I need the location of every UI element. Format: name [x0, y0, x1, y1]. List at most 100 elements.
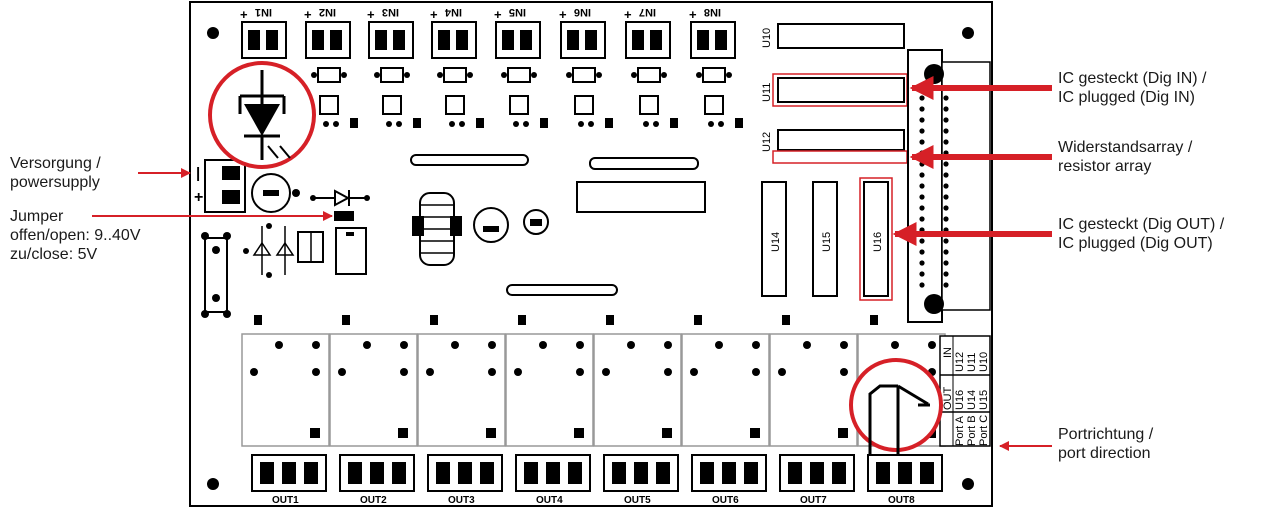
diode-symbol — [310, 189, 370, 207]
ic-u14: U14 — [761, 181, 787, 297]
input-plus-sign: + — [689, 7, 697, 22]
input-connector: IN4+ — [430, 6, 477, 59]
input-led-highlight — [208, 61, 316, 169]
jumper-label-open: offen/open: 9..40V — [10, 227, 141, 244]
port-in-chip-3: U10 — [978, 352, 990, 372]
mount-hole — [962, 27, 974, 39]
input-label: IN3 — [382, 6, 399, 18]
mount-hole — [207, 478, 219, 490]
input-connector: IN1 + — [240, 6, 287, 59]
optocoupler — [374, 67, 421, 128]
optocoupler — [311, 67, 358, 128]
output-connector: OUT4 — [515, 454, 591, 506]
u12-label: U12 — [761, 132, 773, 152]
ic-in-label-line1: IC gesteckt (Dig IN) / — [1058, 70, 1207, 87]
inductor — [412, 192, 462, 266]
ic-in-label: IC gesteckt (Dig IN) / IC plugged (Dig I… — [1058, 69, 1206, 107]
regulator-parts — [243, 223, 367, 278]
output-label: OUT4 — [536, 495, 563, 506]
ic-u12: U12 — [761, 129, 908, 164]
relay-row — [241, 315, 946, 447]
pin-header-upper — [410, 154, 529, 166]
optocoupler — [631, 67, 678, 128]
input-plus-sign: + — [559, 7, 567, 22]
output-label: OUT2 — [360, 495, 387, 506]
input-connector: IN7 + — [624, 6, 671, 59]
output-connector: OUT8 — [867, 454, 943, 506]
center-capacitor — [473, 207, 509, 243]
port-direction-label-line2: port direction — [1058, 445, 1151, 462]
optocoupler — [501, 67, 548, 128]
optocoupler — [437, 67, 484, 128]
relay — [505, 315, 594, 447]
output-label: OUT7 — [800, 495, 827, 506]
ic-u16: U16 — [859, 177, 893, 301]
input-connectors: IN1+IN2+IN3+IN4+IN5+IN6+IN7+IN8+ — [240, 6, 736, 59]
ic-in-label-line2: IC plugged (Dig IN) — [1058, 89, 1195, 106]
port-direction-label: Portrichtung / port direction — [1058, 425, 1153, 463]
u16-label: U16 — [872, 232, 884, 252]
input-label: IN6 — [574, 6, 591, 18]
relay-contact-highlight — [849, 358, 943, 455]
ic-out-label-line2: IC plugged (Dig OUT) — [1058, 235, 1213, 252]
ic-u10: U10 — [761, 23, 905, 49]
relay — [241, 315, 330, 447]
input-plus-sign: + — [240, 7, 248, 22]
ic-u15: U15 — [812, 181, 838, 297]
output-label: OUT5 — [624, 495, 651, 506]
input-connector: IN8 + — [689, 6, 736, 59]
input-plus-sign: + — [367, 7, 375, 22]
port-c-label: Port C — [978, 415, 990, 446]
input-connector: IN5+ — [494, 6, 541, 59]
plus-sign: + — [194, 189, 203, 206]
ic-out-label-line1: IC gesteckt (Dig OUT) / — [1058, 216, 1225, 233]
port-a-label: Port A — [954, 415, 966, 446]
mount-hole — [207, 27, 219, 39]
output-connector: OUT5 — [603, 454, 679, 506]
u15-label: U15 — [821, 232, 833, 252]
output-connector: OUT1 — [251, 454, 327, 506]
input-connector: IN3 + — [367, 6, 414, 59]
relay — [769, 315, 858, 447]
minus-sign: | — [196, 165, 200, 182]
fuse-holder — [201, 232, 231, 318]
supply-label-line1: Versorgung / — [10, 155, 101, 172]
output-connector: OUT2 — [339, 454, 415, 506]
input-plus-sign: + — [624, 7, 632, 22]
input-connector: IN6 + — [559, 6, 606, 59]
output-label: OUT8 — [888, 495, 915, 506]
relay — [681, 315, 770, 447]
jumper-label: Jumper offen/open: 9..40V zu/close: 5V — [10, 207, 140, 264]
jumper-label-title: Jumper — [10, 208, 64, 225]
relay — [593, 315, 682, 447]
input-plus-sign: + — [304, 7, 312, 22]
port-direction-table: IN U12 U11 U10 OUT U16 U14 U15 Port A Po… — [939, 335, 991, 447]
port-in-chip-1: U12 — [954, 352, 966, 372]
port-in-header: IN — [942, 347, 954, 358]
port-out-chip-2: U14 — [966, 390, 978, 410]
power-connector: | + — [194, 159, 246, 213]
input-label: IN8 — [704, 6, 721, 18]
relay — [417, 315, 506, 447]
ic-out-label: IC gesteckt (Dig OUT) / IC plugged (Dig … — [1058, 215, 1224, 253]
output-connector: OUT6 — [691, 454, 767, 506]
supply-label: Versorgung / powersupply — [10, 154, 101, 192]
output-label: OUT3 — [448, 495, 475, 506]
port-b-label: Port B — [966, 415, 978, 446]
port-out-chip-1: U16 — [954, 390, 966, 410]
pin-header-lower — [506, 284, 618, 296]
input-connector: IN2+ — [304, 6, 351, 59]
output-connector: OUT3 — [427, 454, 503, 506]
output-label: OUT6 — [712, 495, 739, 506]
input-label: IN7 — [639, 6, 656, 18]
output-connector: OUT7 — [779, 454, 855, 506]
port-out-header: OUT — [942, 387, 954, 411]
port-in-chip-2: U11 — [966, 353, 978, 372]
input-label: IN5 — [509, 6, 526, 18]
port-direction-label-line1: Portrichtung / — [1058, 426, 1154, 443]
u14-label: U14 — [770, 232, 782, 252]
jumper — [334, 211, 354, 221]
input-label: IN1 — [255, 6, 272, 18]
u11-label: U11 — [761, 83, 773, 102]
